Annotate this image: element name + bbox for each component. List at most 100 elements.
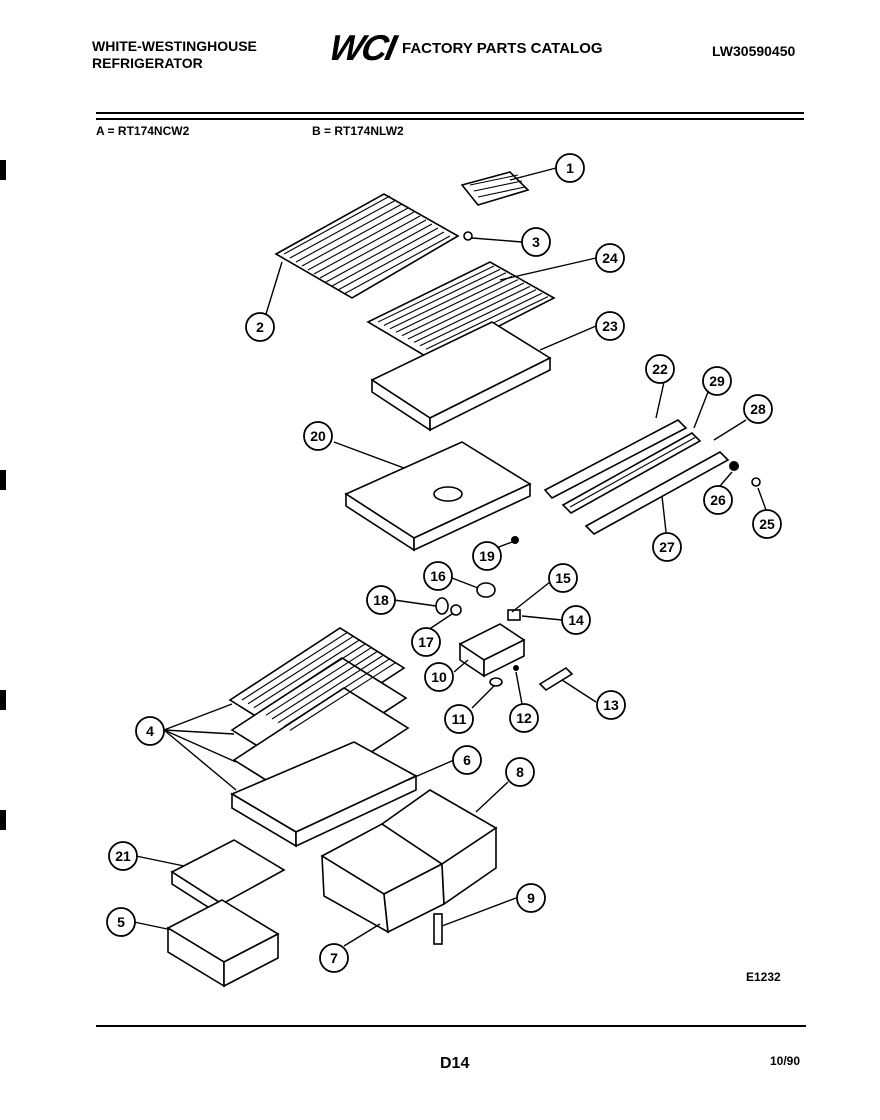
- shelf-hatch-line: [401, 279, 519, 337]
- callout-2: 2: [245, 312, 275, 342]
- svg-text:25: 25: [759, 516, 775, 532]
- callout-17: 17: [411, 627, 441, 657]
- part-21-drawer-cover: [170, 839, 286, 918]
- part-10-control-housing: [458, 623, 526, 678]
- catalog-title: FACTORY PARTS CATALOG: [401, 39, 603, 57]
- shelf-hatch-line: [247, 635, 355, 705]
- callout-18: 18: [366, 585, 396, 615]
- svg-text:11: 11: [452, 711, 467, 727]
- shelf-hatch-line: [319, 219, 427, 279]
- callout-27: 27: [652, 532, 682, 562]
- shelf-hatch-line: [277, 654, 385, 724]
- shelf-hatch-line: [271, 650, 379, 720]
- edge-mark: [0, 690, 6, 710]
- svg-text:16: 16: [430, 568, 446, 584]
- shelf-hatch-line: [295, 203, 403, 263]
- edge-mark: [0, 160, 6, 180]
- leader-lines: [133, 167, 767, 947]
- callout-1: 1: [555, 153, 585, 183]
- part-18-bulb: [435, 597, 449, 615]
- callout-11: 11: [444, 704, 474, 734]
- shelf-hatch-line: [307, 211, 415, 271]
- part-26-fastener: [729, 461, 739, 471]
- svg-text:17: 17: [418, 634, 434, 650]
- part-17-socket: [450, 604, 462, 616]
- part-20-freezer-shelf: [344, 441, 532, 552]
- callout-23: 23: [595, 311, 625, 341]
- model-b: B = RT174NLW2: [312, 124, 404, 138]
- part-11-grommet: [489, 677, 503, 687]
- callout-22: 22: [645, 354, 675, 384]
- shelf-hatch-line: [265, 646, 373, 716]
- part-9-divider: [433, 913, 443, 945]
- svg-text:5: 5: [117, 914, 125, 930]
- part-12-screw: [513, 665, 519, 671]
- part-22-rail: [543, 419, 688, 500]
- catalog-header: WCI FACTORY PARTS CATALOG: [326, 27, 603, 68]
- part-29-rail: [561, 432, 702, 514]
- callout-26: 26: [703, 485, 733, 515]
- svg-text:26: 26: [710, 492, 726, 508]
- svg-text:23: 23: [602, 318, 618, 334]
- svg-text:20: 20: [310, 428, 326, 444]
- shelf-hatch-line: [259, 642, 367, 712]
- callout-13: 13: [596, 690, 626, 720]
- header-rule: [96, 112, 804, 114]
- callout-29: 29: [702, 366, 732, 396]
- svg-text:19: 19: [479, 548, 495, 564]
- callout-25: 25: [752, 509, 782, 539]
- revision-date: 10/90: [770, 1054, 801, 1068]
- shelf-hatch-line: [343, 235, 451, 295]
- callout-21: 21: [108, 841, 138, 871]
- shelf-hatch-line: [301, 207, 409, 267]
- shelf-hatch-line: [253, 639, 361, 709]
- svg-text:15: 15: [555, 570, 571, 586]
- edge-mark: [0, 810, 6, 830]
- svg-text:21: 21: [115, 848, 131, 864]
- callout-6: 6: [452, 745, 482, 775]
- part-14-switch: [507, 609, 521, 621]
- callout-3: 3: [521, 227, 551, 257]
- part-13-bracket: [538, 666, 574, 692]
- document-number: LW30590450: [712, 43, 796, 59]
- shelf-hatch-line: [425, 292, 543, 350]
- callout-14: 14: [561, 605, 591, 635]
- callout-28: 28: [743, 394, 773, 424]
- shelf-hatch-line: [331, 227, 439, 287]
- svg-text:7: 7: [330, 950, 338, 966]
- part-1-grille: [460, 171, 530, 206]
- callout-15: 15: [548, 563, 578, 593]
- part-23-cover-frame: [370, 321, 552, 432]
- svg-text:27: 27: [659, 539, 675, 555]
- callout-16: 16: [423, 561, 453, 591]
- svg-text:2: 2: [256, 319, 264, 335]
- shelf-hatch-line: [325, 223, 433, 283]
- svg-text:29: 29: [709, 373, 725, 389]
- shelf-hatch-line: [413, 285, 531, 343]
- shelf-hatch-line: [389, 272, 507, 330]
- part-7-crisper-drawer: [320, 823, 445, 934]
- callout-12: 12: [509, 703, 539, 733]
- svg-text:1: 1: [566, 160, 574, 176]
- product-type: REFRIGERATOR: [92, 55, 203, 71]
- svg-text:4: 4: [146, 723, 154, 739]
- svg-text:18: 18: [373, 592, 389, 608]
- brand-name: WHITE-WESTINGHOUSE: [92, 38, 257, 54]
- shelf-hatch-line: [377, 265, 495, 323]
- callout-24: 24: [595, 243, 625, 273]
- part-8-crisper-drawer: [380, 789, 498, 906]
- callout-7: 7: [319, 943, 349, 973]
- svg-text:3: 3: [532, 234, 540, 250]
- part-19-fastener: [511, 536, 519, 544]
- svg-text:24: 24: [602, 250, 618, 266]
- callout-10: 10: [424, 662, 454, 692]
- svg-text:22: 22: [652, 361, 668, 377]
- edge-mark: [0, 470, 6, 490]
- shelf-hatch-line: [419, 289, 537, 347]
- callout-8: 8: [505, 757, 535, 787]
- svg-text:12: 12: [516, 710, 532, 726]
- shelf-hatch-line: [283, 195, 391, 255]
- part-27-rail: [584, 451, 730, 535]
- svg-text:9: 9: [527, 890, 535, 906]
